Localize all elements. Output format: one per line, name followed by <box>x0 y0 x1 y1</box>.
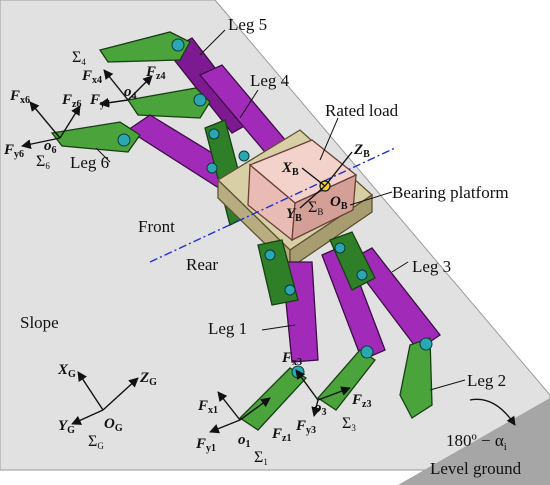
force-y3-arrow <box>311 399 321 417</box>
leg2-joint <box>360 345 374 359</box>
leader-leg2 <box>429 379 466 391</box>
label-sigma-g: ΣG <box>88 433 104 451</box>
body-centerline <box>149 147 396 263</box>
leg1-foot <box>238 367 308 431</box>
leader-bearing-platform <box>349 191 393 206</box>
label-og: OG <box>104 416 123 434</box>
link-joint <box>264 249 276 261</box>
leg5-foot <box>98 31 191 63</box>
force-z3-arrow <box>317 386 351 401</box>
label-fx1: Fx1 <box>197 398 218 416</box>
label-sigma-o4: Σ4 <box>72 49 86 67</box>
force-z6-arrow <box>59 105 81 139</box>
label-xb: XB <box>281 160 299 178</box>
link-joint <box>238 150 250 162</box>
label-fy6: Fy6 <box>3 142 24 160</box>
axis-zg <box>102 377 139 411</box>
force-x3-arrow <box>295 369 319 401</box>
label-sigma-b: ΣB <box>308 199 323 217</box>
link-joint <box>284 284 296 296</box>
force-x6-arrow <box>29 101 61 139</box>
leg5-joint <box>171 38 185 52</box>
axis-yb <box>299 185 326 209</box>
label-fz1: Fz1 <box>271 426 291 444</box>
label-rear: Rear <box>186 255 218 274</box>
label-o3: o3 <box>314 400 327 418</box>
leg4-joint <box>193 93 207 107</box>
axis-zb <box>324 151 353 187</box>
label-slope: Slope <box>20 313 59 332</box>
leader-leg1 <box>261 324 296 331</box>
label-leg2: Leg 2 <box>467 371 506 390</box>
axis-yg <box>71 409 104 425</box>
label-o1: o1 <box>238 432 251 450</box>
label-fy1: Fy1 <box>195 436 216 454</box>
label-sigma-o6: Σ6 <box>36 153 50 171</box>
label-rated-load: Rated load <box>325 101 399 120</box>
label-yg: YG <box>58 418 75 436</box>
leader-leg6 <box>95 147 111 163</box>
label-fz6: Fz6 <box>61 92 81 110</box>
label-front: Front <box>138 217 175 236</box>
leader-leg4 <box>239 89 259 119</box>
label-fz3: Fz3 <box>351 392 371 410</box>
link-joint <box>356 269 368 281</box>
label-sigma-o1: Σ1 <box>254 449 268 467</box>
label-ob: OB <box>330 194 348 212</box>
label-leg3: Leg 3 <box>412 257 451 276</box>
axis-xg <box>77 371 104 411</box>
rated-load-right <box>291 173 357 242</box>
label-bearing-platform: Bearing platform <box>392 183 509 202</box>
angle-arc <box>469 398 516 426</box>
force-y4-arrow <box>99 97 129 108</box>
leg3-joint <box>419 337 433 351</box>
force-x4-arrow <box>103 69 129 101</box>
leader-rated-load <box>319 117 339 161</box>
force-y1-arrow <box>209 419 241 434</box>
label-leg6: Leg 6 <box>70 153 109 172</box>
leg6-joint <box>117 133 131 147</box>
label-sigma-o3: Σ3 <box>342 415 356 433</box>
label-zg: ZG <box>139 370 157 388</box>
axis-xb <box>301 167 326 187</box>
label-fz4: Fz4 <box>145 64 165 82</box>
force-z1-arrow <box>239 397 271 421</box>
force-y6-arrow <box>21 137 61 149</box>
link-joint <box>206 162 218 174</box>
link-joint <box>334 242 346 254</box>
label-level-ground: Level ground <box>430 459 522 478</box>
label-leg1: Leg 1 <box>208 319 247 338</box>
label-fy3: Fy3 <box>295 418 316 436</box>
leg6-foot <box>50 121 141 153</box>
label-fx6: Fx6 <box>9 88 30 106</box>
label-zb: ZB <box>353 142 370 160</box>
label-leg5: Leg 5 <box>228 15 267 34</box>
label-o4: o4 <box>124 84 137 102</box>
label-fx3: Fx3 <box>281 350 302 368</box>
label-xg: XG <box>57 362 76 380</box>
label-yb: YB <box>286 206 302 224</box>
link-joint <box>208 128 220 140</box>
leader-leg5 <box>199 29 226 56</box>
force-x1-arrow <box>217 391 241 421</box>
leg4-foot <box>126 87 211 119</box>
label-fx4: Fx4 <box>81 68 102 86</box>
label-angle: 180º − αi <box>446 431 507 453</box>
label-fy4: Fy4 <box>89 92 110 110</box>
label-o6: o6 <box>44 138 57 156</box>
force-z4-arrow <box>127 75 153 101</box>
label-leg4: Leg 4 <box>250 71 290 90</box>
leader-leg3 <box>391 261 409 273</box>
